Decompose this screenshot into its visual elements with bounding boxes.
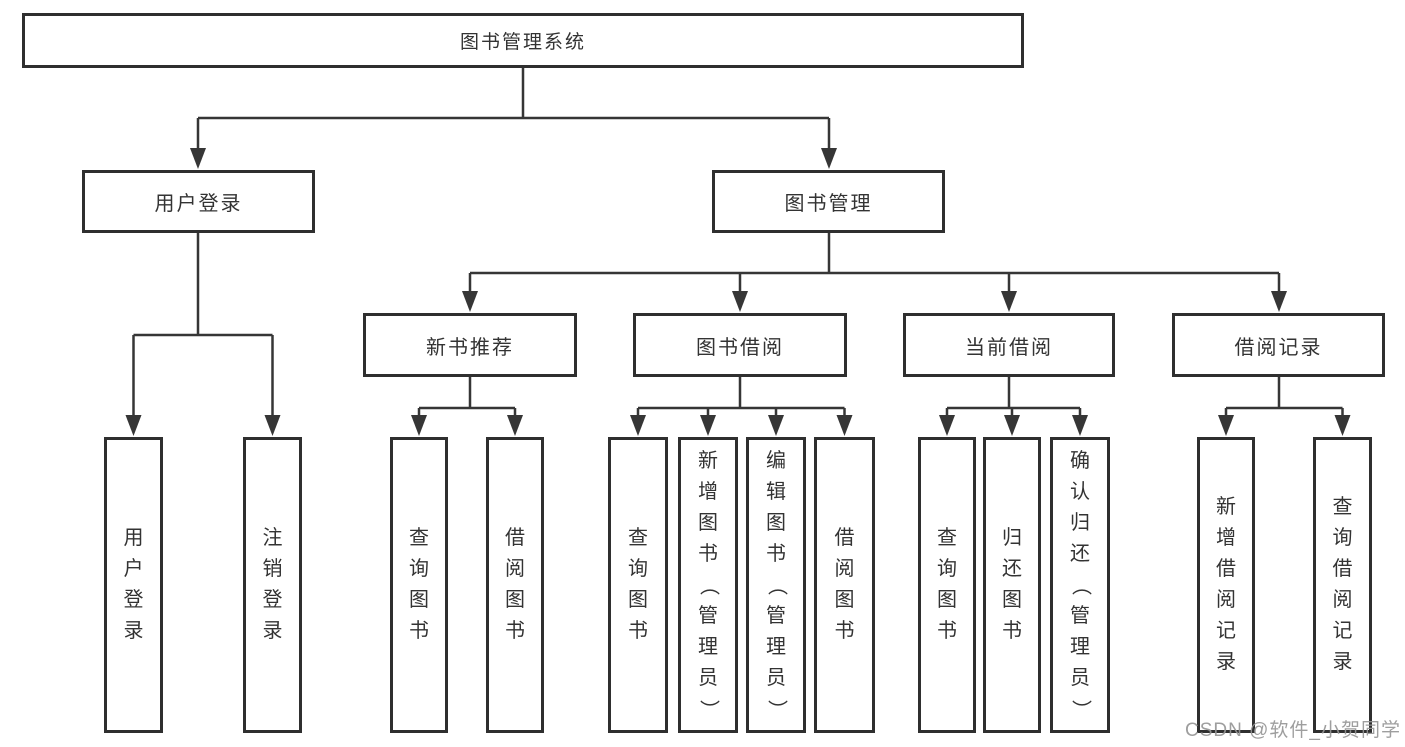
- node-user-login: 用户登录: [82, 170, 315, 233]
- leaf-query-books-recommend: 查询图书: [390, 437, 448, 733]
- node-borrowing-records: 借阅记录: [1172, 313, 1385, 377]
- node-root-library-system: 图书管理系统: [22, 13, 1024, 68]
- leaf-logout: 注销登录: [243, 437, 302, 733]
- node-new-book-recommendation: 新书推荐: [363, 313, 577, 377]
- leaf-borrow-books-recommend: 借阅图书: [486, 437, 544, 733]
- node-book-management: 图书管理: [712, 170, 945, 233]
- leaf-query-borrow-record: 查询借阅记录: [1313, 437, 1372, 733]
- leaf-edit-book-admin: 编辑图书（管理员）: [746, 437, 806, 733]
- leaf-user-login: 用户登录: [104, 437, 163, 733]
- leaf-confirm-return-admin: 确认归还（管理员）: [1050, 437, 1110, 733]
- leaf-query-books-current: 查询图书: [918, 437, 976, 733]
- leaf-borrow-books-borrowing: 借阅图书: [814, 437, 875, 733]
- leaf-add-borrow-record: 新增借阅记录: [1197, 437, 1255, 733]
- csdn-watermark: CSDN @软件_小贺同学: [1185, 720, 1401, 741]
- leaf-add-book-admin: 新增图书（管理员）: [678, 437, 738, 733]
- node-current-borrowing: 当前借阅: [903, 313, 1115, 377]
- leaf-query-books-borrowing: 查询图书: [608, 437, 668, 733]
- leaf-return-books: 归还图书: [983, 437, 1041, 733]
- node-book-borrowing: 图书借阅: [633, 313, 847, 377]
